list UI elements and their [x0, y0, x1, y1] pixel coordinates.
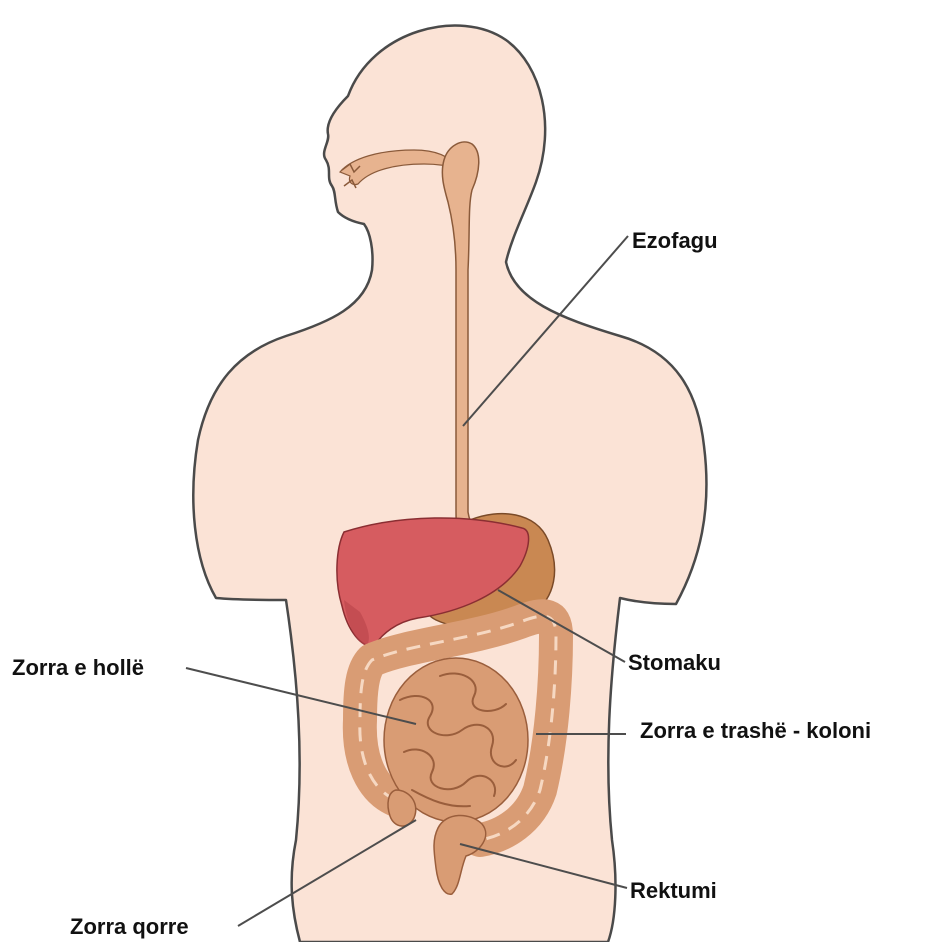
label-stomach: Stomaku	[628, 650, 721, 676]
label-small-intestine: Zorra e hollë	[12, 655, 144, 681]
label-rectum: Rektumi	[630, 878, 717, 904]
label-esophagus: Ezofagu	[632, 228, 718, 254]
label-cecum: Zorra qorre	[70, 914, 189, 940]
label-large-intestine: Zorra e trashë - koloni	[640, 718, 871, 744]
